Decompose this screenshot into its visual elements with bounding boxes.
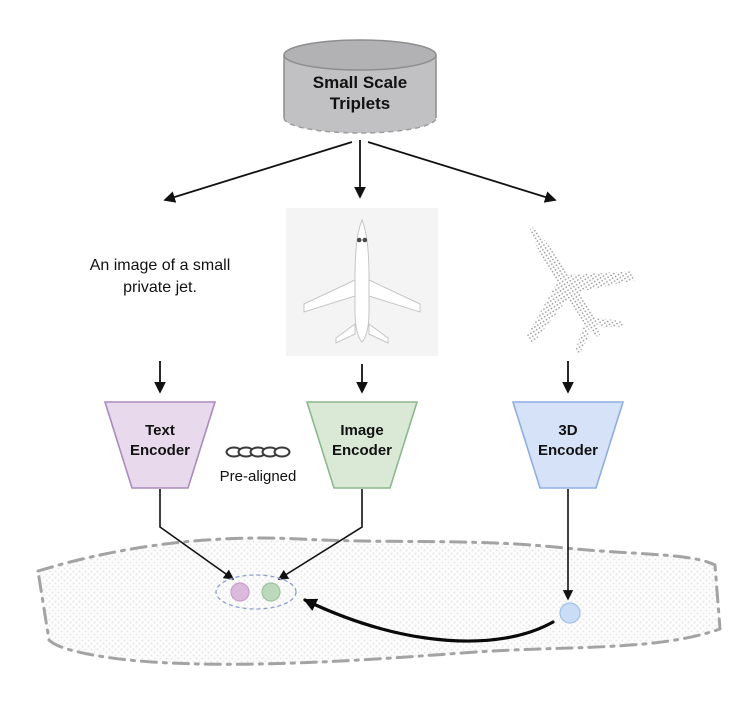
fanout-arrow-right xyxy=(367,141,557,203)
text-embedding-arrow xyxy=(159,489,235,580)
database-icon xyxy=(283,39,437,134)
cockpit-window-right xyxy=(362,237,368,243)
pointcloud-fuselage xyxy=(528,224,600,338)
shape-encoder-shape xyxy=(511,401,625,489)
text-embedding-dot xyxy=(230,582,250,602)
pointcloud-left-tail xyxy=(575,324,590,357)
pointcloud-right-wing xyxy=(568,271,637,292)
modality-arrows xyxy=(154,361,574,394)
pointcloud-right-tail xyxy=(595,317,626,328)
airplane-pointcloud-icon xyxy=(526,224,637,357)
database-sides xyxy=(283,55,437,118)
cockpit-window-left xyxy=(356,237,362,243)
airplane-fuselage xyxy=(354,218,370,343)
cluster-ellipse xyxy=(215,574,297,610)
fanout-arrow-left xyxy=(163,141,353,203)
airplane-left-wing xyxy=(303,279,356,313)
database-body xyxy=(284,55,436,133)
database-bottom-edge xyxy=(283,117,437,134)
embedding-arrows xyxy=(159,489,574,601)
embedding-manifold xyxy=(36,536,722,666)
image-embedding-arrow xyxy=(277,489,363,580)
airplane-left-tail xyxy=(335,323,356,344)
fanout-arrows xyxy=(163,140,557,203)
alignment-arrow xyxy=(303,598,555,643)
airplane-drawing xyxy=(303,218,421,344)
text-encoder-shape xyxy=(103,401,217,489)
airplane-image-icon xyxy=(286,208,438,356)
airplane-right-wing xyxy=(368,279,421,313)
database-top xyxy=(283,39,437,71)
image-embedding-dot xyxy=(261,582,281,602)
pointcloud-left-wing xyxy=(526,282,568,346)
airplane-right-tail xyxy=(368,323,389,344)
shape-embedding-dot xyxy=(559,602,581,624)
image-encoder-shape xyxy=(305,401,419,489)
chain-icon xyxy=(225,446,291,458)
